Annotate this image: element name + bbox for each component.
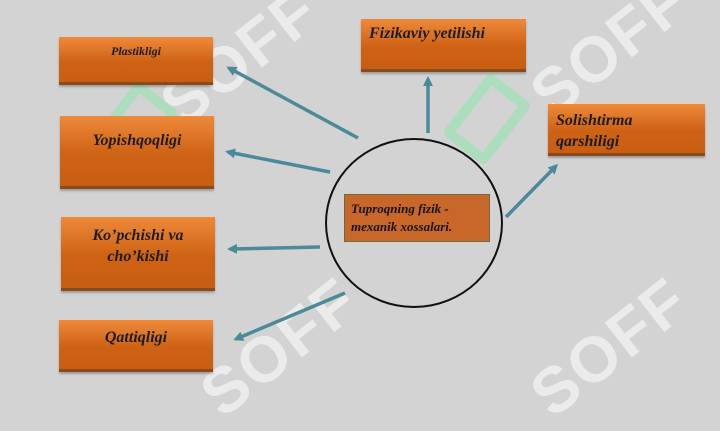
node-plastikligi: Plastikligi	[59, 37, 213, 85]
center-label: Tuproqning fizik - mexanik xossalari.	[351, 201, 453, 234]
center-circle	[325, 138, 503, 308]
connector-arrows	[225, 66, 559, 341]
node-qattiqligi-label: Qattiqligi	[104, 329, 168, 346]
arrow-to-plastikligi	[226, 66, 359, 140]
node-yopishqoqligi-label: Yopishqoqligi	[92, 132, 182, 149]
node-solishtirma: Solishtirma qarshiligi	[548, 104, 705, 156]
arrow-to-qattiqligi	[233, 291, 346, 341]
node-fizikaviy: Fizikaviy yetilishi	[361, 19, 526, 72]
arrow-to-kopchishi	[227, 243, 321, 254]
node-fizikaviy-label: Fizikaviy yetilishi	[369, 25, 485, 42]
node-qattiqligi: Qattiqligi	[59, 320, 213, 372]
node-solishtirma-label: Solishtirma qarshiligi	[556, 112, 633, 150]
node-kopchishi-label: Ko’pchishi va cho’kishi	[92, 227, 184, 265]
arrow-to-solishtirma	[504, 163, 559, 219]
center-label-box: Tuproqning fizik - mexanik xossalari.	[344, 194, 490, 242]
arrow-to-yopishqoqligi	[225, 148, 331, 174]
node-yopishqoqligi: Yopishqoqligi	[60, 116, 214, 189]
node-plastikligi-label: Plastikligi	[110, 44, 161, 58]
node-kopchishi: Ko’pchishi va cho’kishi	[61, 217, 215, 291]
diagram-canvas: SOFF SOFF SOFF SOFF Tuproqning fizik - m…	[59, 0, 705, 430]
